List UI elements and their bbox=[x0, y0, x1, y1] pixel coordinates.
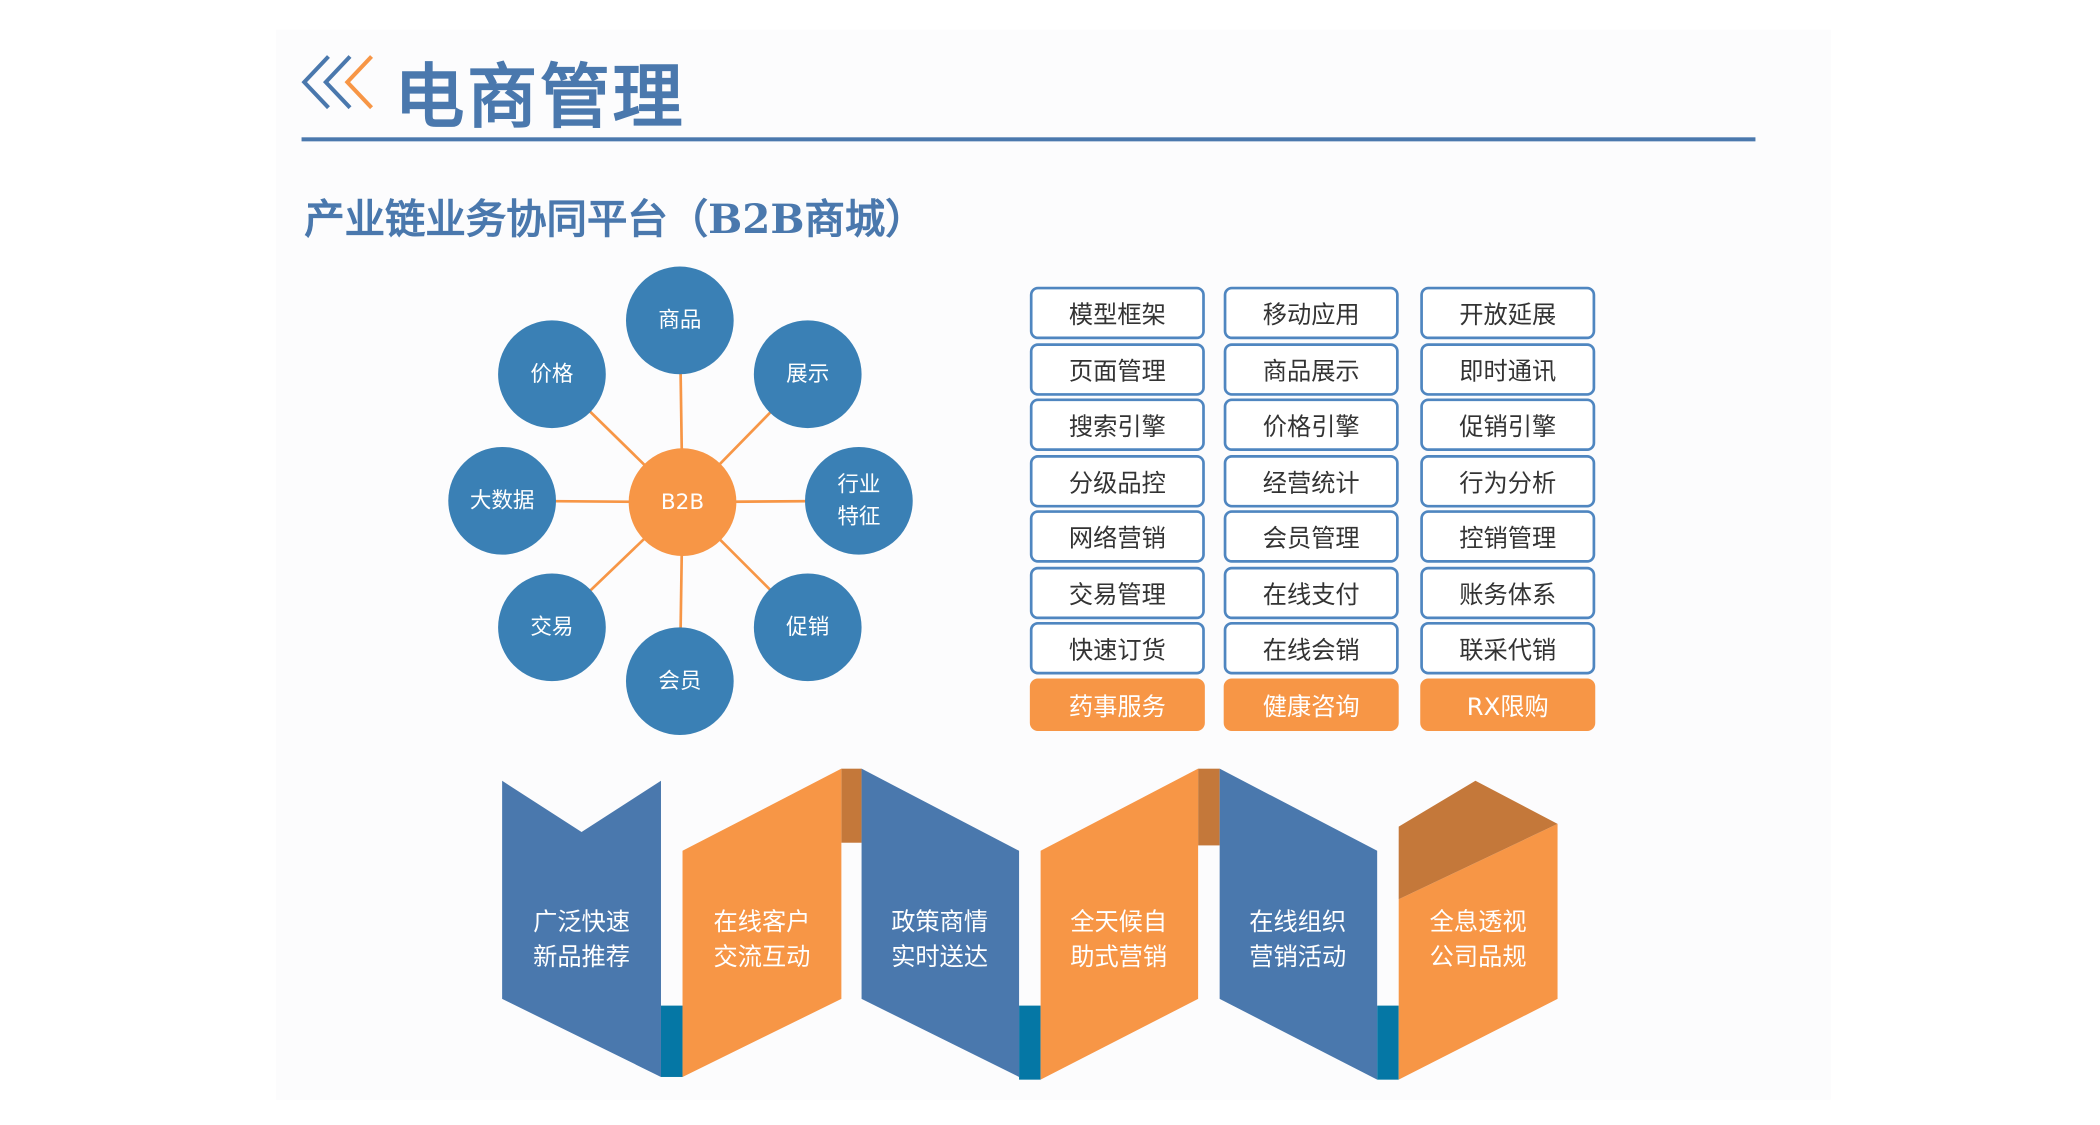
fold-strip bbox=[1377, 1005, 1399, 1080]
hub-node-label: 价格 bbox=[530, 360, 574, 387]
ribbon-line1: 全息透视 bbox=[1430, 908, 1527, 936]
section-subtitle: 产业链业务协同平台（B2B商城） bbox=[304, 196, 926, 244]
ribbon-line1: 政策商情 bbox=[891, 908, 988, 936]
feature-button[interactable]: 商品展示 bbox=[1223, 343, 1399, 396]
hub-node-circle bbox=[625, 627, 734, 736]
ribbon-panel bbox=[502, 780, 661, 1077]
feature-button[interactable]: 控销管理 bbox=[1420, 510, 1596, 563]
ribbon-line1: 广泛快速 bbox=[533, 908, 630, 936]
hub-node-label: 会员 bbox=[658, 667, 702, 694]
ribbon-line2: 公司品规 bbox=[1430, 943, 1527, 971]
feature-button[interactable]: 开放延展 bbox=[1420, 286, 1596, 340]
feature-button[interactable]: 联采代销 bbox=[1420, 621, 1596, 675]
ribbon-line1: 在线组织 bbox=[1249, 908, 1346, 936]
hub-node-label: 行业特征 bbox=[837, 471, 881, 530]
hub-node-circle bbox=[625, 266, 734, 375]
ribbon-line2: 交流互动 bbox=[714, 943, 811, 971]
feature-button[interactable]: 快速订货 bbox=[1029, 621, 1205, 675]
feature-button[interactable]: 页面管理 bbox=[1029, 343, 1205, 396]
ribbon-panel bbox=[1040, 768, 1199, 1080]
fold-strip bbox=[660, 1005, 683, 1077]
feature-button[interactable]: 促销引擎 bbox=[1420, 398, 1596, 451]
page-title: 电商管理 bbox=[394, 56, 686, 139]
ribbon-line1: 在线客户 bbox=[714, 908, 811, 936]
ribbon-panel bbox=[682, 768, 842, 1077]
hub-node-label: 促销 bbox=[786, 613, 830, 640]
ribbon-line1: 全天候自 bbox=[1070, 908, 1167, 936]
feature-button[interactable]: 行为分析 bbox=[1420, 455, 1596, 508]
hub-node-circle bbox=[448, 446, 556, 555]
ribbon-line2: 实时送达 bbox=[891, 943, 988, 971]
feature-button[interactable]: 分级品控 bbox=[1029, 455, 1205, 508]
feature-button[interactable]: 搜索引擎 bbox=[1029, 398, 1205, 451]
feature-button[interactable]: RX限购 bbox=[1420, 678, 1596, 731]
ribbon-line2: 营销活动 bbox=[1249, 943, 1346, 971]
hub-node-label: 展示 bbox=[786, 360, 830, 387]
ribbon-panel bbox=[1219, 768, 1378, 1080]
ribbon-panel bbox=[861, 768, 1020, 1077]
hub-node-label: 交易 bbox=[530, 613, 574, 640]
feature-button[interactable]: 在线支付 bbox=[1223, 566, 1399, 620]
fold-strip bbox=[841, 768, 862, 843]
hub-node-circle bbox=[753, 320, 862, 429]
feature-button[interactable]: 移动应用 bbox=[1223, 286, 1399, 340]
feature-button[interactable]: 药事服务 bbox=[1029, 678, 1205, 731]
feature-button[interactable]: 交易管理 bbox=[1029, 566, 1205, 620]
hub-node-circle bbox=[498, 573, 606, 682]
ribbon-fold-top bbox=[1398, 780, 1558, 900]
ribbon-line2: 助式营销 bbox=[1070, 943, 1167, 971]
double-chevron-icon bbox=[301, 55, 374, 110]
feature-button[interactable]: 即时通讯 bbox=[1420, 343, 1596, 396]
feature-button[interactable]: 经营统计 bbox=[1223, 455, 1399, 508]
title-divider bbox=[301, 137, 1756, 142]
hub-node-circle bbox=[753, 573, 862, 682]
feature-button[interactable]: 在线会销 bbox=[1223, 621, 1399, 675]
feature-button[interactable]: 账务体系 bbox=[1420, 566, 1596, 620]
fold-strip bbox=[1198, 768, 1220, 846]
hub-node-label: 商品 bbox=[658, 306, 702, 333]
hub-node-label: 大数据 bbox=[469, 487, 535, 513]
ribbon-panel bbox=[1398, 823, 1558, 1080]
feature-button[interactable]: 模型框架 bbox=[1029, 286, 1205, 340]
hub-center-label: B2B bbox=[660, 488, 705, 515]
feature-button[interactable]: 网络营销 bbox=[1029, 510, 1205, 563]
feature-button[interactable]: 健康咨询 bbox=[1223, 678, 1399, 731]
hub-node-circle bbox=[805, 446, 913, 555]
feature-button[interactable]: 价格引擎 bbox=[1223, 398, 1399, 451]
ribbon-line2: 新品推荐 bbox=[533, 943, 630, 971]
hub-node-circle bbox=[498, 320, 606, 429]
feature-button[interactable]: 会员管理 bbox=[1223, 510, 1399, 563]
fold-strip bbox=[1019, 1005, 1041, 1080]
hub-center-circle bbox=[628, 448, 737, 556]
